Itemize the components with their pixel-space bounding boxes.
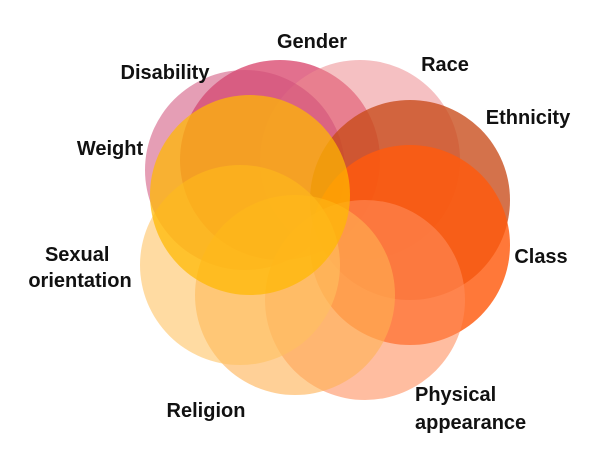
label-ethnicity: Ethnicity bbox=[486, 107, 571, 129]
label-class: Class bbox=[514, 246, 567, 268]
label-disability: Disability bbox=[121, 62, 211, 84]
label-race: Race bbox=[421, 54, 469, 76]
label-weight: Weight bbox=[77, 138, 144, 160]
label-gender: Gender bbox=[277, 31, 347, 53]
label-sexual-orientation: Sexual orientation bbox=[28, 244, 131, 292]
circle-weight bbox=[150, 95, 350, 295]
label-religion: Religion bbox=[167, 400, 246, 422]
circle-group bbox=[140, 60, 510, 400]
label-physical-appearance: Physical appearance bbox=[415, 384, 526, 434]
